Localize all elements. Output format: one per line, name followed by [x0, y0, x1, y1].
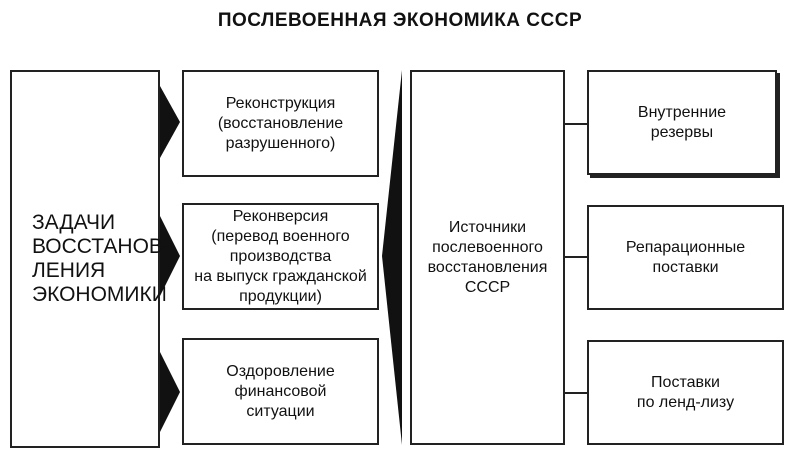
arrow-to-task-1 — [160, 86, 180, 158]
task-box-reconversion: Реконверсия (перевод военного производст… — [182, 203, 379, 310]
tasks-box: ЗАДАЧИ ВОССТАНОВ- ЛЕНИЯ ЭКОНОМИКИ — [10, 70, 170, 448]
connector-line-2 — [565, 256, 587, 258]
source-box-internal-reserves: Внутренние резервы — [587, 70, 777, 175]
connector-line-3 — [565, 392, 587, 394]
sources-box: Источники послевоенного восстановления С… — [410, 70, 565, 445]
diagram-title: ПОСЛЕВОЕННАЯ ЭКОНОМИКА СССР — [217, 10, 583, 31]
connector-line-1 — [565, 123, 587, 125]
source-box-reparations: Репарационные поставки — [587, 205, 784, 310]
arrow-from-sources — [382, 70, 402, 445]
source-box-lend-lease: Поставки по ленд-лизу — [587, 340, 784, 445]
task-box-reconstruction: Реконструкция (восстановление разрушенно… — [182, 70, 379, 177]
arrow-to-task-3 — [160, 352, 180, 432]
task-box-finance: Оздоровление финансовой ситуации — [182, 338, 379, 445]
arrow-to-task-2 — [160, 216, 180, 296]
